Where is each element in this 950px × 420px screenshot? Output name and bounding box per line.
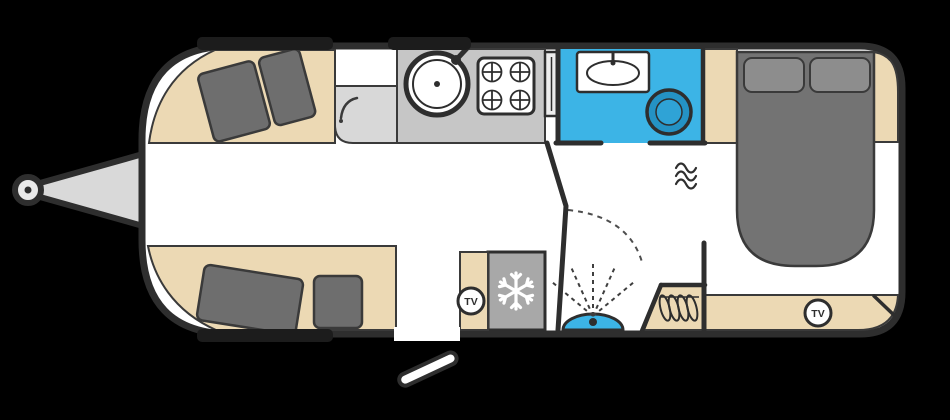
window-kitchen bbox=[388, 37, 471, 50]
corner-shelf-line bbox=[872, 294, 899, 320]
bedside-unit-right bbox=[873, 50, 899, 143]
hangers-icon bbox=[658, 294, 699, 322]
sink-icon bbox=[403, 42, 473, 118]
windows bbox=[197, 37, 471, 342]
window-front-top bbox=[197, 37, 333, 50]
rear-bottom-cabinet bbox=[703, 294, 900, 331]
fridge bbox=[486, 250, 547, 332]
window-front-bottom bbox=[197, 329, 333, 342]
sofa-icon bbox=[195, 263, 364, 336]
interior-walls bbox=[544, 44, 708, 334]
bed-icon bbox=[735, 50, 876, 268]
shower-door-swing bbox=[567, 209, 643, 263]
tv-point-front: TV bbox=[456, 286, 486, 316]
bedside-unit-left bbox=[702, 48, 738, 144]
tv-point-rear: TV bbox=[803, 298, 833, 328]
kitchen-side-unit bbox=[334, 85, 398, 144]
washbasin-icon bbox=[575, 50, 651, 94]
tv-point-icon: TV bbox=[464, 296, 477, 308]
sofa-icon bbox=[197, 47, 317, 143]
shower-spray-icon bbox=[551, 262, 635, 332]
hob-icon bbox=[476, 56, 536, 116]
entrance-door bbox=[394, 327, 460, 388]
tow-hitch-icon bbox=[12, 149, 153, 231]
snowflake-icon bbox=[496, 271, 536, 311]
heater-icon bbox=[674, 162, 698, 190]
toilet-icon bbox=[645, 88, 693, 136]
tv-point-icon: TV bbox=[811, 308, 824, 320]
door-leaf bbox=[397, 350, 459, 388]
